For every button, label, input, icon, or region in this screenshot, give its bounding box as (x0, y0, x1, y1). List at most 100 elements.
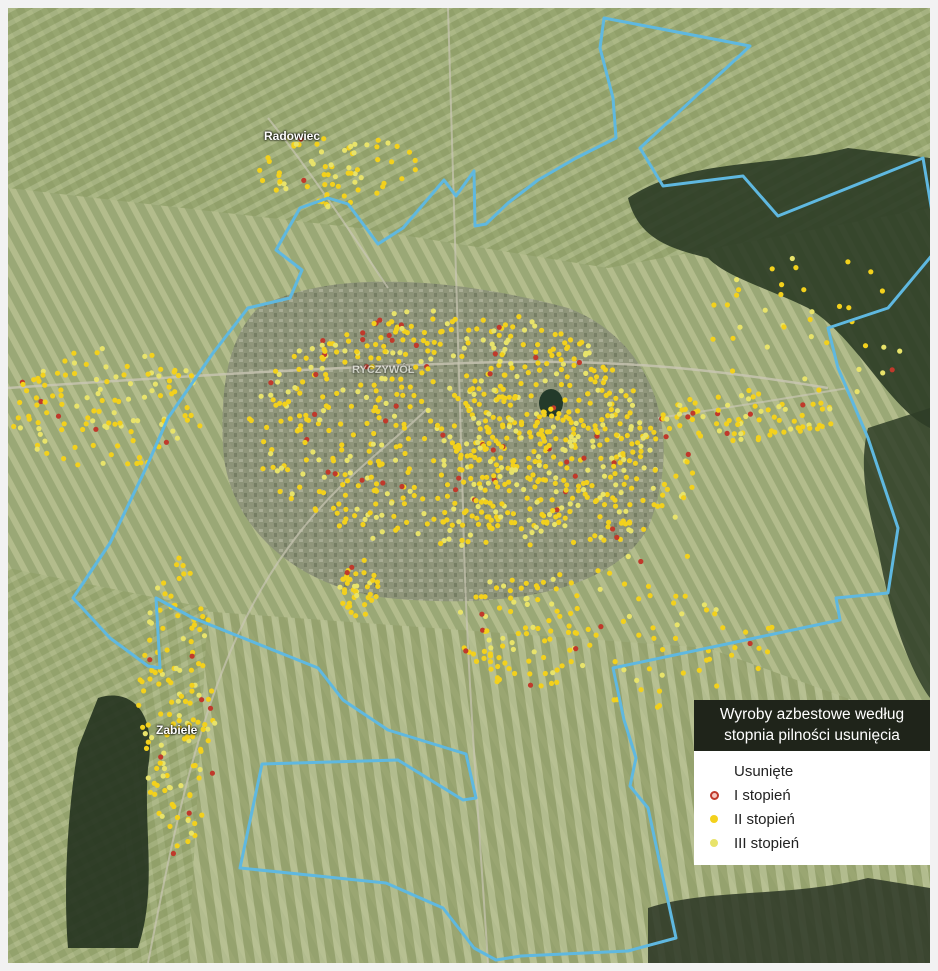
asbestos-point (593, 632, 599, 638)
asbestos-point (575, 502, 581, 508)
asbestos-point (394, 143, 400, 149)
asbestos-point (488, 666, 494, 672)
asbestos-point (818, 400, 824, 406)
asbestos-point (518, 526, 524, 532)
asbestos-point (526, 517, 532, 523)
asbestos-point (320, 338, 326, 344)
asbestos-point (845, 259, 851, 265)
asbestos-point (389, 159, 395, 165)
asbestos-point (476, 457, 482, 463)
asbestos-point (415, 531, 421, 537)
asbestos-point (543, 463, 549, 469)
asbestos-point (373, 501, 379, 507)
asbestos-point (428, 356, 434, 362)
asbestos-point (530, 624, 536, 631)
asbestos-point (537, 441, 543, 447)
asbestos-point (487, 651, 493, 657)
asbestos-point (495, 523, 501, 529)
asbestos-point (528, 393, 534, 399)
asbestos-point (648, 425, 654, 431)
asbestos-point (282, 401, 288, 407)
asbestos-point (611, 463, 617, 469)
asbestos-point (563, 487, 569, 493)
asbestos-point (510, 324, 516, 330)
asbestos-point (526, 455, 532, 461)
asbestos-point (548, 406, 554, 412)
asbestos-point (607, 474, 614, 480)
asbestos-point (536, 367, 543, 373)
asbestos-point (536, 414, 543, 420)
asbestos-point (752, 403, 758, 409)
asbestos-point (592, 533, 598, 539)
asbestos-point (510, 458, 516, 464)
asbestos-point (320, 408, 327, 414)
asbestos-point (325, 469, 331, 475)
asbestos-point (112, 397, 118, 403)
asbestos-point (533, 583, 540, 589)
asbestos-point (550, 424, 557, 430)
asbestos-point (571, 362, 577, 368)
asbestos-point (542, 638, 548, 644)
asbestos-point (609, 413, 615, 419)
asbestos-point (438, 540, 444, 547)
asbestos-point (451, 423, 457, 429)
asbestos-point (172, 389, 178, 395)
asbestos-point (197, 626, 203, 633)
legend: Wyroby azbestowe według stopnia pilności… (694, 700, 930, 865)
asbestos-point (209, 688, 215, 694)
asbestos-point (189, 688, 195, 694)
asbestos-point (296, 348, 302, 354)
asbestos-point (198, 606, 204, 612)
asbestos-point (162, 787, 168, 794)
asbestos-point (447, 434, 453, 440)
asbestos-point (377, 317, 383, 323)
asbestos-point (714, 421, 720, 427)
asbestos-point (560, 417, 566, 423)
asbestos-point (604, 437, 610, 443)
asbestos-point (246, 416, 253, 422)
asbestos-point (347, 470, 353, 476)
asbestos-point (268, 380, 274, 386)
asbestos-point (581, 455, 587, 461)
asbestos-point (93, 426, 99, 432)
asbestos-point (613, 454, 620, 460)
asbestos-point (550, 670, 556, 676)
asbestos-point (590, 444, 596, 450)
asbestos-point (565, 629, 572, 636)
asbestos-point (664, 416, 670, 422)
asbestos-point (344, 332, 350, 338)
asbestos-point (567, 647, 573, 653)
asbestos-point (509, 640, 515, 646)
asbestos-point (651, 429, 657, 435)
asbestos-point (483, 539, 489, 545)
asbestos-point (488, 365, 494, 371)
asbestos-point (549, 352, 555, 359)
asbestos-point (618, 435, 625, 442)
asbestos-point (574, 605, 580, 612)
asbestos-point (196, 692, 202, 698)
asbestos-point (375, 157, 381, 163)
asbestos-point (482, 594, 488, 600)
asbestos-point (626, 613, 633, 620)
asbestos-point (771, 414, 777, 420)
asbestos-point (441, 462, 447, 468)
asbestos-point (613, 482, 619, 488)
asbestos-point (321, 172, 327, 178)
asbestos-point (285, 389, 291, 395)
asbestos-point (362, 516, 368, 522)
asbestos-point (341, 589, 348, 596)
asbestos-point (161, 750, 167, 756)
asbestos-point (95, 391, 101, 397)
asbestos-point (352, 141, 358, 147)
asbestos-point (407, 488, 413, 494)
asbestos-point (336, 523, 342, 529)
asbestos-point (143, 745, 150, 752)
asbestos-point (736, 287, 742, 293)
asbestos-point (274, 468, 280, 474)
asbestos-point (779, 282, 785, 288)
asbestos-point (590, 438, 596, 444)
asbestos-point (486, 440, 492, 446)
asbestos-point (201, 633, 208, 639)
legend-item-label: II stopień (734, 810, 795, 828)
asbestos-point (585, 343, 591, 349)
